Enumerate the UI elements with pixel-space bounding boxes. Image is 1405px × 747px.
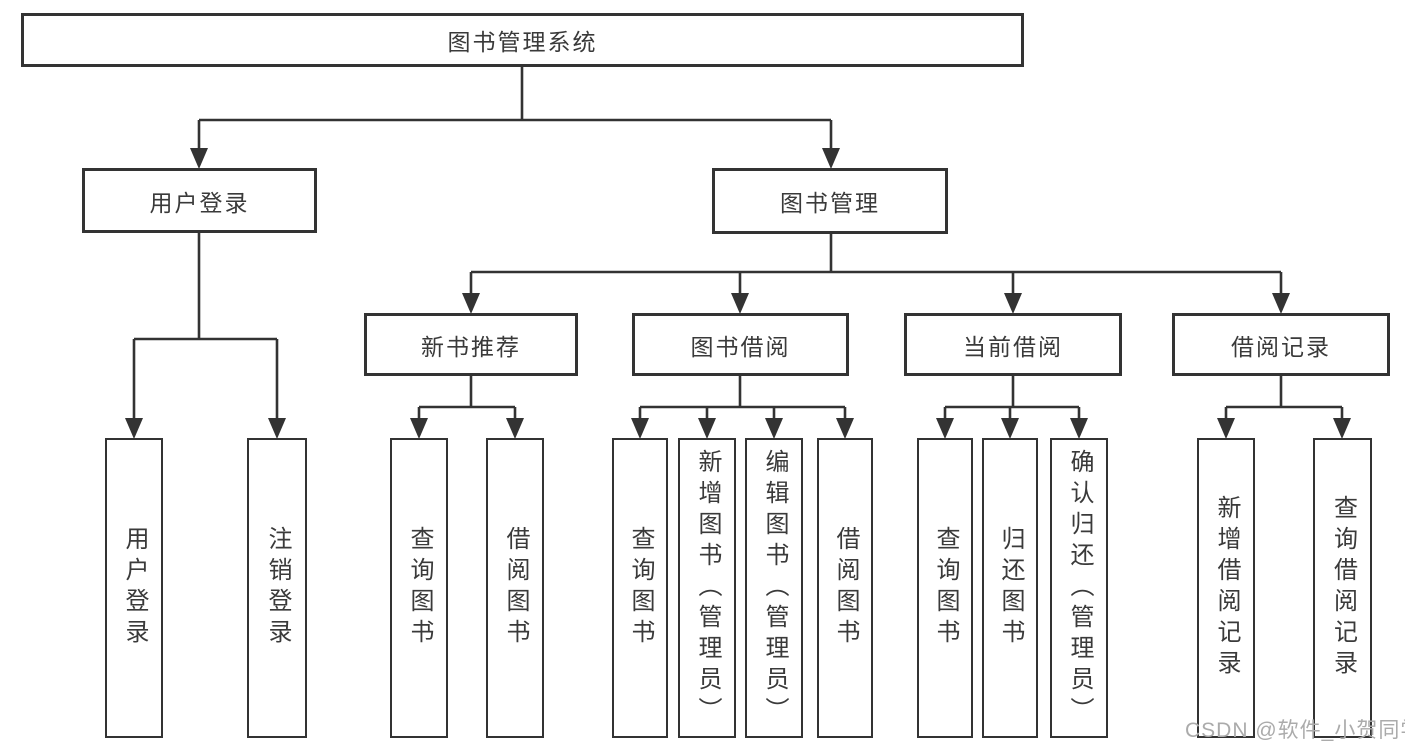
leaf-cb-query-book: 查询图书	[917, 438, 973, 738]
node-book-borrow-label: 图书借阅	[690, 333, 791, 360]
node-root: 图书管理系统	[21, 13, 1024, 67]
leaf-cb-confirm-return: 确认归还（管理员）	[1050, 438, 1108, 738]
leaf-br-query-record: 查询借阅记录	[1313, 438, 1372, 738]
node-new-book-recommend: 新书推荐	[364, 313, 578, 376]
leaf-br-add-record-label: 新增借阅记录	[1213, 495, 1240, 681]
leaf-bb-query-book-label: 查询图书	[627, 526, 654, 650]
leaf-cb-query-book-label: 查询图书	[932, 526, 959, 650]
node-book-management: 图书管理	[712, 168, 948, 234]
leaf-logout-label: 注销登录	[264, 526, 291, 650]
node-borrow-records-label: 借阅记录	[1231, 333, 1331, 360]
node-user-login: 用户登录	[82, 168, 317, 233]
leaf-user-login-label: 用户登录	[121, 526, 148, 650]
leaf-cb-confirm-return-label: 确认归还（管理员）	[1066, 448, 1093, 728]
node-book-management-label: 图书管理	[780, 190, 880, 216]
leaf-cb-return-book-label: 归还图书	[997, 526, 1024, 650]
leaf-nbr-query-book: 查询图书	[390, 438, 448, 738]
watermark-text: CSDN @软件_小贺同学	[1185, 719, 1405, 742]
node-new-book-recommend-label: 新书推荐	[421, 333, 521, 360]
leaf-bb-add-book-label: 新增图书（管理员）	[694, 448, 721, 728]
leaf-user-login: 用户登录	[105, 438, 163, 738]
node-current-borrow: 当前借阅	[904, 313, 1122, 376]
leaf-logout: 注销登录	[247, 438, 307, 738]
leaf-bb-add-book: 新增图书（管理员）	[678, 438, 736, 738]
leaf-bb-edit-book-label: 编辑图书（管理员）	[761, 448, 788, 728]
node-borrow-records: 借阅记录	[1172, 313, 1390, 376]
node-book-borrow: 图书借阅	[632, 313, 849, 376]
leaf-nbr-borrow-book: 借阅图书	[486, 438, 544, 738]
node-root-label: 图书管理系统	[447, 29, 598, 55]
leaf-nbr-query-book-label: 查询图书	[406, 526, 433, 650]
leaf-bb-edit-book: 编辑图书（管理员）	[745, 438, 803, 738]
leaf-br-add-record: 新增借阅记录	[1197, 438, 1255, 738]
arrowheads	[125, 148, 1351, 439]
node-current-borrow-label: 当前借阅	[963, 333, 1063, 360]
leaf-nbr-borrow-book-label: 借阅图书	[502, 526, 529, 650]
leaf-br-query-record-label: 查询借阅记录	[1329, 495, 1357, 681]
leaf-bb-borrow-book-label: 借阅图书	[832, 526, 859, 650]
leaf-cb-return-book: 归还图书	[982, 438, 1038, 738]
node-user-login-label: 用户登录	[149, 189, 250, 216]
leaf-bb-query-book: 查询图书	[612, 438, 668, 738]
leaf-bb-borrow-book: 借阅图书	[817, 438, 873, 738]
